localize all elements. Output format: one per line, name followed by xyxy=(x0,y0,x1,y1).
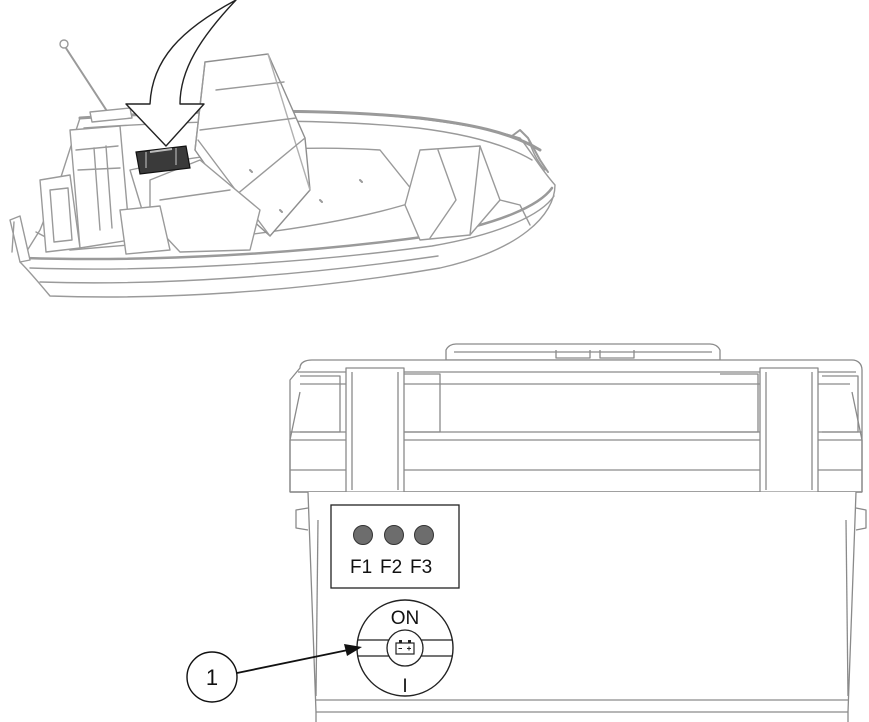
fuse-f3-label: F3 xyxy=(410,557,432,578)
fuse-panel: F1 F2 F3 xyxy=(330,504,460,589)
callout-1-leader xyxy=(236,649,349,674)
battery-location-highlight xyxy=(135,145,191,175)
switch-on-label: ON xyxy=(391,608,420,629)
callout-arrowhead-icon xyxy=(344,644,362,656)
battery-main-switch[interactable]: ON I xyxy=(356,599,454,697)
switch-off-label: I xyxy=(402,676,407,697)
fuse-f3-indicator xyxy=(414,525,434,545)
boat-illustration xyxy=(9,39,556,298)
fuse-f2-label: F2 xyxy=(380,557,402,578)
fuse-f2-indicator xyxy=(384,525,404,545)
fuse-f1-label: F1 xyxy=(350,557,372,578)
battery-icon xyxy=(395,640,415,655)
callout-1: 1 xyxy=(186,644,362,703)
location-arrow-icon xyxy=(125,0,237,147)
fuse-f1-indicator xyxy=(353,525,373,545)
callout-1-number: 1 xyxy=(206,665,218,690)
